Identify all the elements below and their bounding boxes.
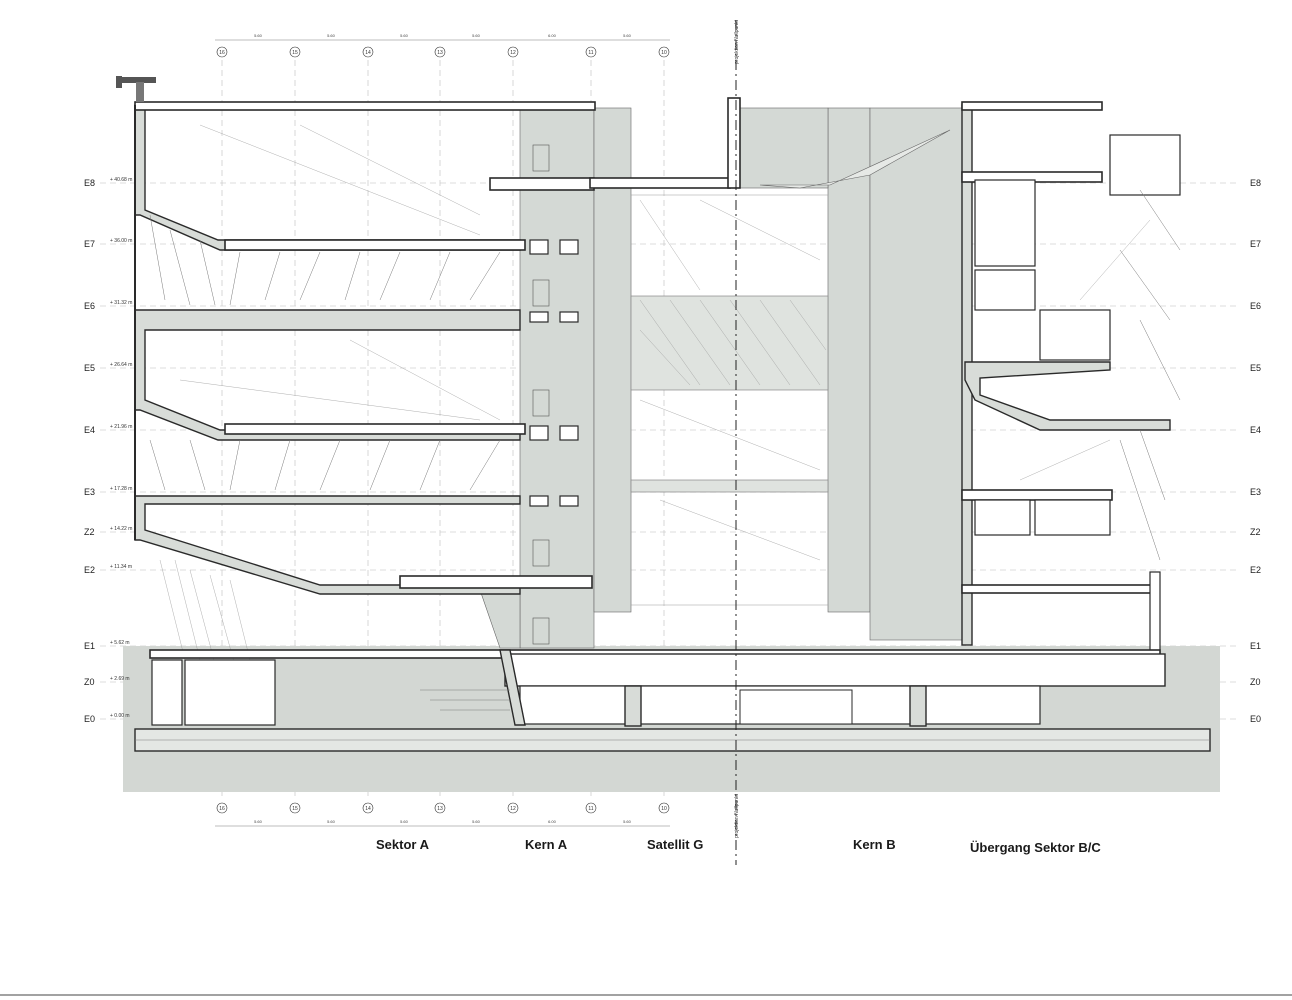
svg-text:15: 15 <box>292 806 298 812</box>
elevation-label: + 0.00 m <box>110 713 130 719</box>
level-label: E0 <box>84 714 95 724</box>
level-labels-right: E8 E7 E6 E5 E4 E3 Z2 E2 E1 Z0 E0 <box>1250 178 1261 724</box>
dimension-label: 5.60 <box>327 819 336 824</box>
grid-axis-marker: 15 <box>289 802 301 814</box>
level-label: E5 <box>1250 363 1261 373</box>
svg-text:11: 11 <box>588 806 593 812</box>
level-label: Z2 <box>84 527 95 537</box>
level-label: E4 <box>1250 425 1261 435</box>
grid-axis-marker: 16 <box>216 802 228 814</box>
satellite-interior <box>589 97 951 606</box>
svg-text:13: 13 <box>437 806 443 812</box>
level-label: E1 <box>84 641 95 651</box>
grid-axis-marker: 11 <box>585 46 597 58</box>
sector-label: Satellit G <box>647 837 703 852</box>
sector-label: Kern A <box>525 837 568 852</box>
sector-label: Übergang Sektor B/C <box>970 840 1101 855</box>
level-label: E3 <box>84 487 95 497</box>
elevation-label: + 26.64 m <box>110 362 132 368</box>
grid-axis-marker: 12 <box>507 802 519 814</box>
dimension-label: 5.60 <box>254 33 263 38</box>
grid-axis-marker: 13 <box>434 802 446 814</box>
core-walls <box>479 107 966 649</box>
elevation-label: + 17.28 m <box>110 486 132 492</box>
level-label: Z2 <box>1250 527 1261 537</box>
svg-text:15: 15 <box>292 50 298 56</box>
dimension-label: 5.60 <box>623 819 632 824</box>
elevation-label: + 31.32 m <box>110 300 132 306</box>
crane-icon <box>116 76 156 102</box>
grid-axis-marker: 14 <box>362 802 374 814</box>
svg-text:16: 16 <box>219 806 225 812</box>
svg-text:16: 16 <box>219 50 225 56</box>
level-label: E6 <box>1250 301 1261 311</box>
elevation-label: + 5.62 m <box>110 640 130 646</box>
dimension-label: 5.60 <box>472 33 481 38</box>
level-label: E8 <box>1250 178 1261 188</box>
grid-axis-marker: 16 <box>216 46 228 58</box>
dimension-label: 5.60 <box>400 819 409 824</box>
svg-text:14: 14 <box>365 50 371 56</box>
svg-text:10: 10 <box>661 50 667 56</box>
level-label: E4 <box>84 425 95 435</box>
level-labels-left: E8 E7 E6 E5 E4 E3 Z2 E2 E1 Z0 E0 <box>84 178 95 724</box>
dimension-label: 5.60 <box>472 819 481 824</box>
projection-label-top: projektion Nullpunkt <box>734 19 740 64</box>
grid-axis-marker: 10 <box>658 802 670 814</box>
dimension-label: 5.60 <box>254 819 263 824</box>
level-label: E8 <box>84 178 95 188</box>
svg-text:11: 11 <box>588 50 593 56</box>
sector-label: Sektor A <box>376 837 430 852</box>
svg-text:12: 12 <box>510 50 516 56</box>
grid-axis-marker: 14 <box>362 46 374 58</box>
elevation-label: + 11.34 m <box>110 564 132 570</box>
elevation-label: + 40.68 m <box>110 177 132 183</box>
dimension-label: 6.00 <box>548 33 557 38</box>
level-label: Z0 <box>84 677 95 687</box>
level-label: E0 <box>1250 714 1261 724</box>
sector-labels: Sektor A Kern A Satellit G Kern B Überga… <box>376 837 1101 855</box>
dimension-label: 5.60 <box>623 33 632 38</box>
elevation-label: + 2.69 m <box>110 676 130 682</box>
elevation-label: + 36.00 m <box>110 238 132 244</box>
level-label: E6 <box>84 301 95 311</box>
level-label: E2 <box>1250 565 1261 575</box>
level-label: E5 <box>84 363 95 373</box>
sector-a-structure <box>134 101 596 721</box>
elevation-label: + 14.22 m <box>110 526 132 532</box>
svg-text:12: 12 <box>510 806 516 812</box>
svg-text:10: 10 <box>661 806 667 812</box>
level-label: E7 <box>1250 239 1261 249</box>
elevation-label: + 21.96 m <box>110 424 132 430</box>
level-label: E7 <box>84 239 95 249</box>
level-label: E2 <box>84 565 95 575</box>
sector-label: Kern B <box>853 837 896 852</box>
dimension-label: 6.00 <box>548 819 557 824</box>
grid-axis-marker: 11 <box>585 802 597 814</box>
svg-text:14: 14 <box>365 806 371 812</box>
grid-axis-top: 16 15 14 13 12 11 10 5.60 5.60 5.60 5.60 <box>215 33 670 58</box>
grid-axis-marker: 13 <box>434 46 446 58</box>
grid-axis-marker: 12 <box>507 46 519 58</box>
dimension-label: 5.60 <box>327 33 336 38</box>
basement-structure <box>149 649 1166 727</box>
grid-axis-marker: 15 <box>289 46 301 58</box>
sector-bc-structure <box>961 101 1181 669</box>
grid-axis-marker: 10 <box>658 46 670 58</box>
level-label: E3 <box>1250 487 1261 497</box>
svg-text:13: 13 <box>437 50 443 56</box>
elevation-labels: + 40.68 m + 36.00 m + 31.32 m + 26.64 m … <box>110 177 132 719</box>
dimension-label: 5.60 <box>400 33 409 38</box>
level-label: Z0 <box>1250 677 1261 687</box>
core-a-openings <box>529 144 579 645</box>
grid-axis-bottom: 16 15 14 13 12 11 10 5.60 5.60 5.60 5.60 <box>215 802 670 827</box>
level-guide-lines <box>100 182 1240 720</box>
level-label: E1 <box>1250 641 1261 651</box>
satellite-bridge <box>630 295 829 493</box>
projection-label-bottom: projektion Nullpunkt <box>734 793 740 838</box>
